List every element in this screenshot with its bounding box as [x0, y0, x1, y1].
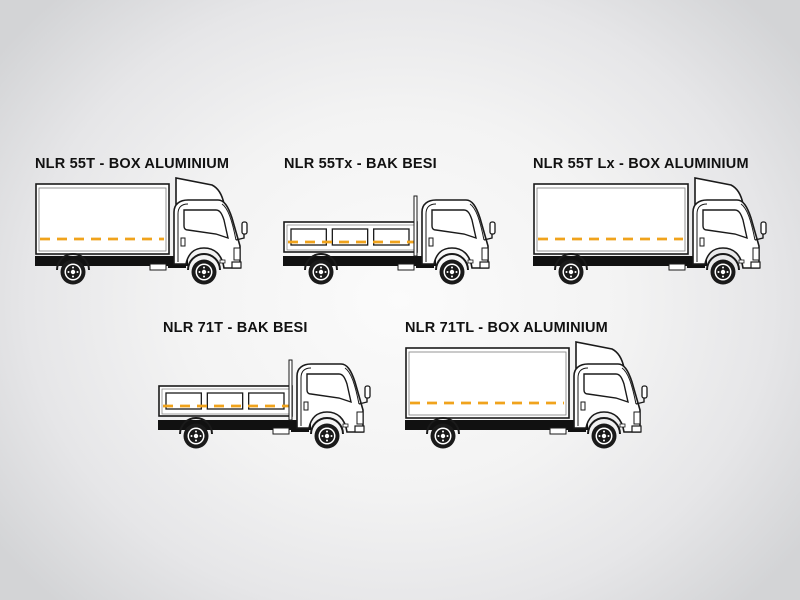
wheel-icon: [587, 417, 621, 449]
bak-panel: [290, 228, 327, 246]
wheel-icon: [310, 417, 344, 449]
wheel-icon: [187, 253, 221, 285]
cab-window: [306, 373, 352, 404]
chassis: [158, 420, 311, 430]
truck-title: NLR 55T - BOX ALUMINIUM: [35, 156, 230, 172]
door-handle: [699, 237, 705, 247]
box-truck-illustration: [533, 177, 767, 285]
wheel-icon: [304, 253, 338, 285]
chassis: [35, 256, 188, 266]
door-handle: [180, 237, 186, 247]
door-handle: [303, 401, 309, 411]
wheel-icon: [435, 253, 469, 285]
wheel-icon: [179, 417, 213, 449]
cab-window: [431, 209, 477, 240]
chassis: [405, 420, 588, 430]
cab-window: [702, 209, 748, 240]
chassis: [533, 256, 707, 266]
chassis: [283, 256, 436, 266]
box-truck-illustration: [35, 177, 248, 285]
wheel-icon: [706, 253, 740, 285]
truck-title: NLR 55T Lx - BOX ALUMINIUM: [533, 156, 749, 172]
wheel-icon: [56, 253, 90, 285]
flatbed-truck-illustration: [283, 195, 496, 285]
door-handle: [428, 237, 434, 247]
box-truck-illustration: [405, 341, 648, 449]
cab-window: [183, 209, 229, 240]
flatbed-truck-illustration: [158, 359, 371, 449]
wheel-icon: [426, 417, 460, 449]
truck-title: NLR 71TL - BOX ALUMINIUM: [405, 320, 608, 336]
wheel-icon: [554, 253, 588, 285]
door-handle: [580, 401, 586, 411]
truck-title: NLR 71T - BAK BESI: [163, 320, 308, 336]
truck-title: NLR 55Tx - BAK BESI: [284, 156, 437, 172]
bak-panel: [165, 392, 202, 410]
cab-window: [583, 373, 629, 404]
